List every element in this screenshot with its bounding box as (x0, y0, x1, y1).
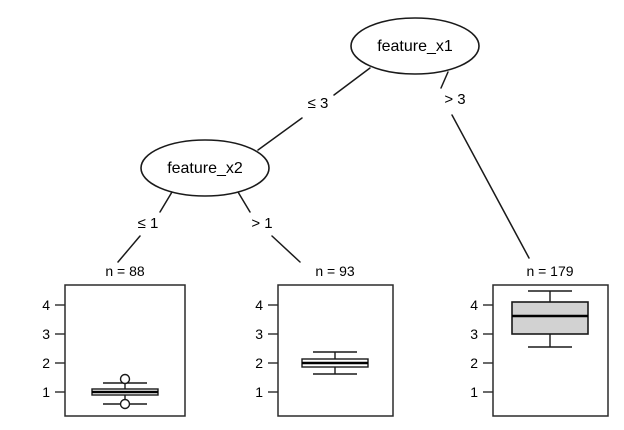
boxplot-3 (511, 290, 589, 348)
node-ellipse-feature-x2 (140, 139, 270, 197)
y-axis-2: 1 2 3 4 (255, 297, 278, 400)
split-node-feature-x1[interactable]: feature_x1 (350, 17, 480, 75)
terminal-label-1: n = 88 (105, 263, 145, 279)
edge-label-x2-left: ≤ 1 (138, 215, 159, 232)
axis-tick-label-2-v4: 4 (255, 297, 263, 313)
edge-label-root-right: > 3 (444, 91, 465, 108)
edge-root-to-x2-upper (333, 67, 371, 96)
boxplot-1 (91, 373, 159, 410)
terminal-label-2: n = 93 (315, 263, 355, 279)
node-ellipse-feature-x1 (350, 17, 480, 75)
axis-tick-label-3-v3: 3 (470, 326, 478, 342)
edge-group (117, 67, 530, 263)
terminal-panel-1[interactable]: n = 88 1 2 3 4 (42, 263, 186, 417)
y-axis-1: 1 2 3 4 (42, 297, 65, 400)
boxplot-1-outlier (119, 398, 131, 410)
edge-label-group: ≤ 3 > 3 ≤ 1 > 1 (138, 91, 466, 232)
boxplot-3-box (511, 301, 589, 335)
edge-root-to-leaf3-upper (440, 71, 449, 89)
axis-tick-label-2-v1: 1 (255, 384, 263, 400)
edge-root-to-x2-lower (257, 117, 303, 151)
axis-tick-label-1-v2: 2 (42, 355, 50, 371)
terminal-panel-2[interactable]: n = 93 1 2 3 4 (255, 263, 394, 417)
edge-x2-to-leaf2-lower (271, 235, 301, 263)
node-label-feature-x2: feature_x2 (167, 160, 243, 177)
terminal-label-3: n = 179 (526, 263, 573, 279)
split-node-feature-x2[interactable]: feature_x2 (140, 139, 270, 197)
edge-label-x2-right: > 1 (251, 215, 272, 232)
axis-tick-label-3-v1: 1 (470, 384, 478, 400)
y-axis-3: 1 2 3 4 (470, 297, 493, 400)
edge-label-root-left: ≤ 3 (308, 95, 329, 112)
axis-tick-label-2-v3: 3 (255, 326, 263, 342)
edge-x2-to-leaf1-upper (159, 191, 173, 213)
axis-tick-label-1-v4: 4 (42, 297, 50, 313)
panel-frame-2 (277, 284, 394, 417)
edge-x2-to-leaf1-lower (117, 235, 141, 263)
axis-tick-label-2-v2: 2 (255, 355, 263, 371)
boxplot-2 (301, 351, 369, 375)
axis-tick-label-3-v2: 2 (470, 355, 478, 371)
edge-root-to-leaf3-lower (451, 114, 530, 259)
axis-tick-label-1-v1: 1 (42, 384, 50, 400)
axis-tick-label-1-v3: 3 (42, 326, 50, 342)
edge-x2-to-leaf2-upper (237, 191, 251, 213)
terminal-panel-3[interactable]: n = 179 1 2 3 4 (470, 263, 609, 417)
boxplot-1-outlier (119, 373, 131, 385)
node-label-feature-x1: feature_x1 (377, 38, 453, 55)
axis-tick-label-3-v4: 4 (470, 297, 478, 313)
